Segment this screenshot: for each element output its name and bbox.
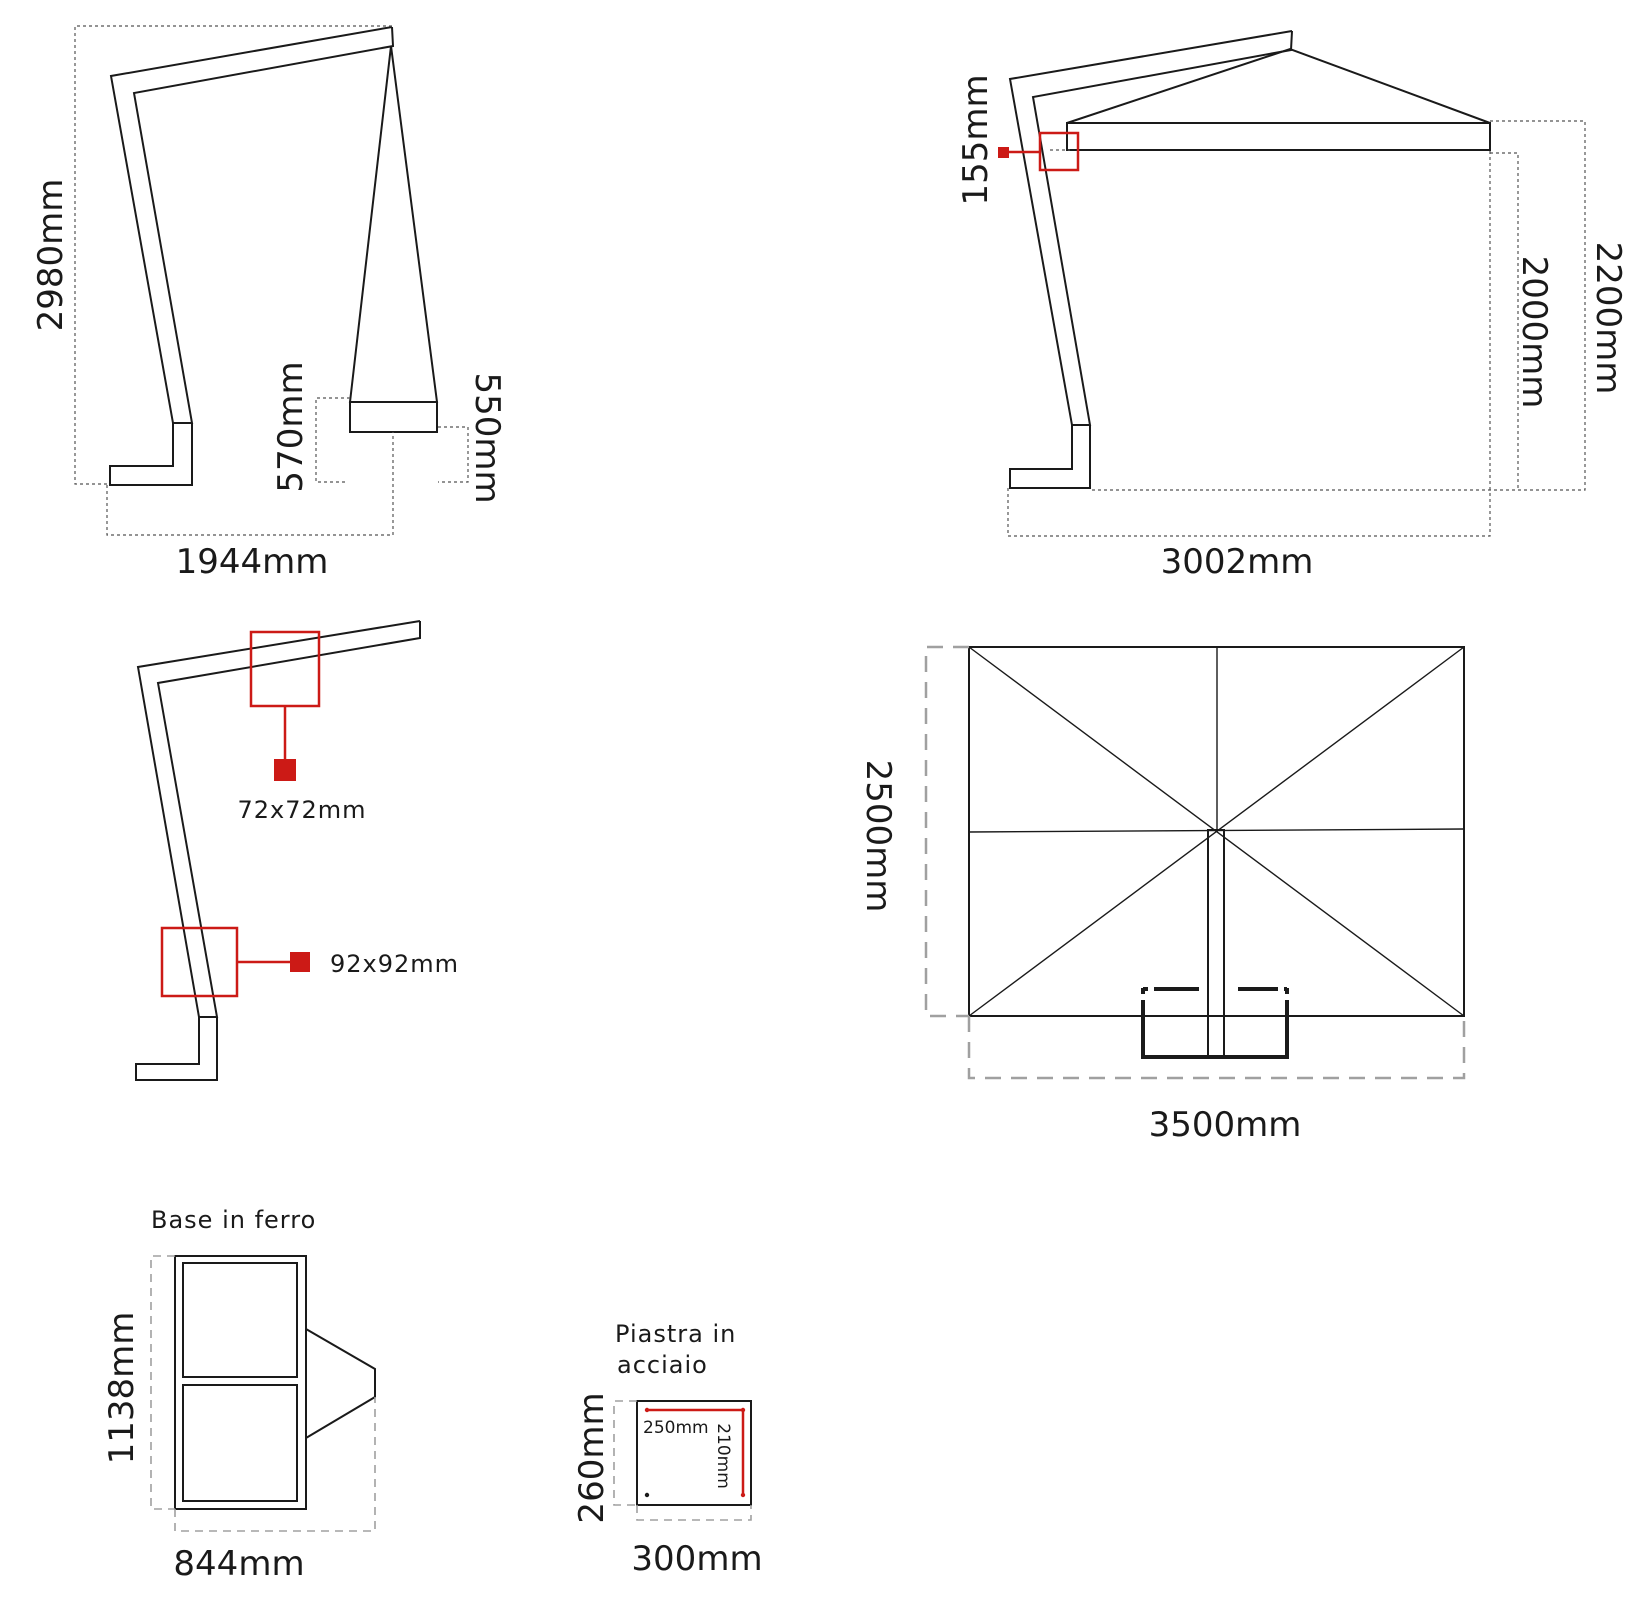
arm-section-marker bbox=[274, 759, 296, 781]
closed-canopy-height-label: 570mm bbox=[271, 361, 311, 492]
top-view-depth-label: 2500mm bbox=[858, 760, 898, 913]
iron-base-title: Base in ferro bbox=[151, 1206, 316, 1234]
profile-sections: 72x72mm 92x92mm bbox=[135, 620, 459, 1081]
iron-base-height-label: 1138mm bbox=[102, 1312, 142, 1465]
open-canopy-ribs bbox=[1066, 47, 1491, 124]
top-view-depth-guide bbox=[924, 645, 969, 1018]
open-clearance-label: 2000mm bbox=[1514, 256, 1554, 409]
steel-plate-title-line2: acciaio bbox=[617, 1351, 708, 1379]
closed-height-label: 2980mm bbox=[31, 179, 71, 332]
steel-plate-hole bbox=[740, 1492, 746, 1498]
open-pole-outline bbox=[1008, 30, 1293, 426]
steel-plate-hole-spacing-x-label: 250mm bbox=[643, 1418, 709, 1438]
iron-base-cell-bottom bbox=[182, 1384, 298, 1502]
closed-base-post bbox=[109, 423, 193, 486]
steel-plate-height-label: 260mm bbox=[572, 1392, 612, 1523]
steel-plate-width-guide bbox=[636, 1505, 752, 1521]
steel-plate: Piastra in acciaio 250mm 210mm 260mm 300… bbox=[572, 1320, 763, 1579]
open-total-height-label: 2200mm bbox=[1588, 242, 1628, 395]
pole-section-box bbox=[160, 926, 239, 998]
side-view-closed: 2980mm 1944mm 570mm 550mm bbox=[31, 25, 507, 582]
open-arm-drop-label: 155mm bbox=[956, 74, 996, 205]
top-view: 2500mm 3500mm bbox=[858, 645, 1466, 1145]
closed-pole-outline bbox=[109, 26, 395, 424]
iron-base-width-guide bbox=[174, 1397, 376, 1532]
steel-plate-outline bbox=[636, 1400, 752, 1506]
closed-width-label: 1944mm bbox=[176, 542, 329, 582]
closed-canopy bbox=[348, 45, 439, 403]
steel-plate-hole bbox=[740, 1407, 746, 1413]
iron-base-height-guide bbox=[150, 1255, 175, 1510]
top-view-width-guide bbox=[967, 1016, 1466, 1080]
iron-base-cell-top bbox=[182, 1262, 298, 1378]
iron-base-bracket bbox=[305, 1328, 376, 1439]
steel-plate-height-guide bbox=[613, 1400, 637, 1506]
pole-section-label: 92x92mm bbox=[330, 950, 459, 978]
top-view-arm bbox=[1207, 829, 1225, 1057]
open-hinge-detail-marker bbox=[998, 147, 1009, 158]
profile-base-post bbox=[135, 1017, 218, 1081]
steel-plate-hole-spacing-y-label: 210mm bbox=[713, 1423, 733, 1489]
open-reach-guide bbox=[1007, 150, 1491, 537]
closed-canopy-weight bbox=[349, 401, 438, 433]
steel-plate-hole bbox=[644, 1407, 650, 1413]
steel-plate-title-line1: Piastra in bbox=[615, 1320, 736, 1348]
pole-section-marker bbox=[290, 952, 310, 972]
open-total-height-guide bbox=[1092, 120, 1586, 491]
iron-base-frame bbox=[174, 1255, 307, 1510]
open-canopy bbox=[1066, 122, 1491, 151]
open-clearance-guide bbox=[1490, 152, 1519, 490]
closed-canopy-offset-label: 550mm bbox=[467, 372, 507, 503]
open-reach-label: 3002mm bbox=[1161, 542, 1314, 582]
closed-width-guide bbox=[106, 432, 394, 536]
open-base-post bbox=[1009, 425, 1091, 489]
closed-height-guide bbox=[74, 25, 392, 485]
side-view-open: 155mm 2000mm 2200mm 3002mm bbox=[956, 30, 1628, 582]
steel-plate-hole bbox=[644, 1492, 650, 1498]
steel-plate-width-label: 300mm bbox=[631, 1539, 762, 1579]
iron-base: Base in ferro 1138mm 844mm bbox=[102, 1206, 376, 1584]
closed-canopy-offset-guide bbox=[438, 426, 469, 483]
top-view-width-label: 3500mm bbox=[1149, 1105, 1302, 1145]
iron-base-width-label: 844mm bbox=[173, 1544, 304, 1584]
top-view-base bbox=[1141, 1000, 1289, 1059]
arm-section-label: 72x72mm bbox=[237, 796, 366, 824]
closed-canopy-height-guide bbox=[315, 397, 350, 483]
